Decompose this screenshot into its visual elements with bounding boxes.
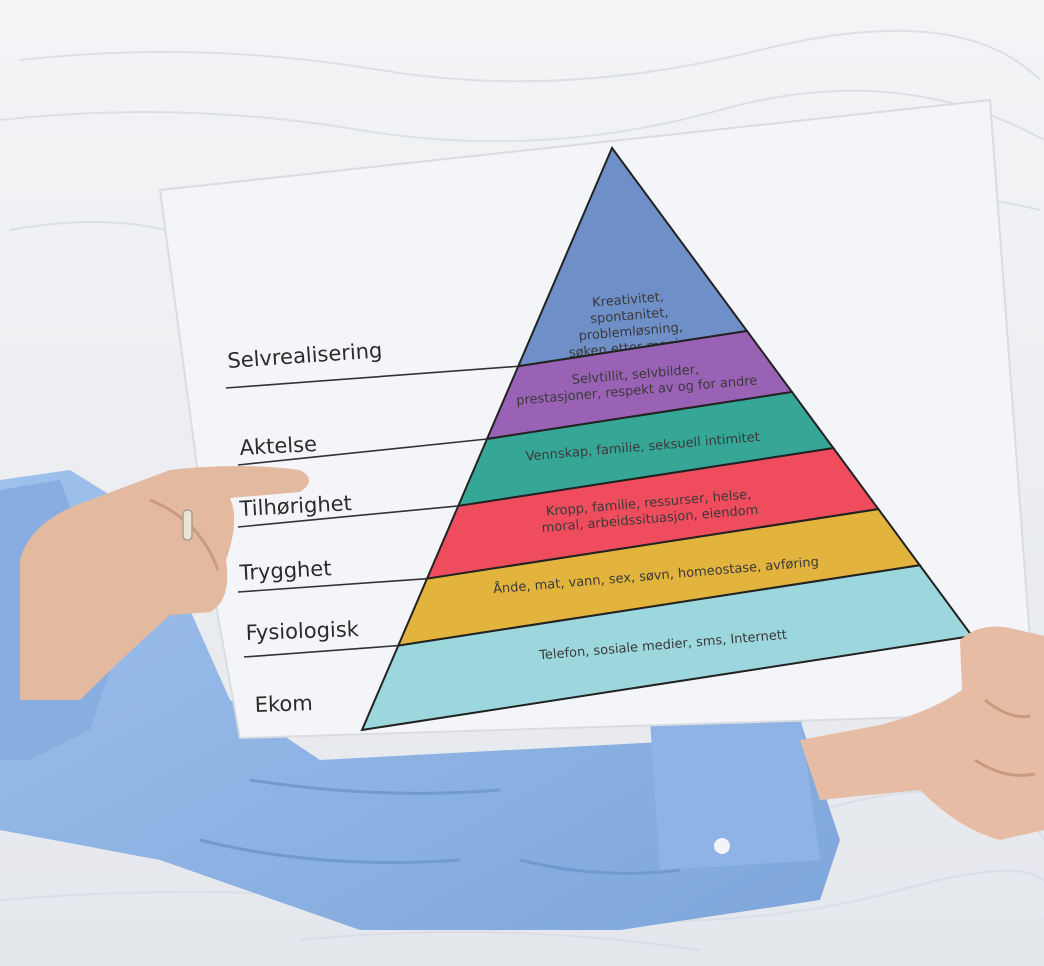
left-hand [20, 466, 309, 700]
band-1-description-line: spontanitet, [590, 306, 669, 328]
level-divider-line [243, 644, 399, 658]
needs-pyramid: Kreativitet,spontanitet,problemløsning,s… [360, 146, 974, 732]
level-label: Trygghet [238, 556, 332, 585]
level-divider-line [225, 365, 519, 389]
level-divider-line [237, 577, 428, 593]
cuff-button [714, 838, 730, 854]
level-labels: SelvrealiseringAktelseTilhørighetTrygghe… [225, 338, 519, 717]
band-1-description-line: Kreativitet, [592, 290, 665, 311]
level-label: Tilhørighet [238, 491, 352, 521]
level-label: Ekom [254, 691, 313, 717]
shirt-right-cuff [650, 712, 820, 870]
level-label: Aktelse [239, 432, 318, 460]
shirt-folds [199, 778, 681, 875]
level-divider-line [237, 505, 459, 528]
right-hand [800, 626, 1044, 840]
ring [182, 509, 193, 541]
level-label: Fysiologisk [245, 617, 360, 645]
shirt-body [0, 470, 840, 930]
level-divider-line [237, 438, 488, 466]
